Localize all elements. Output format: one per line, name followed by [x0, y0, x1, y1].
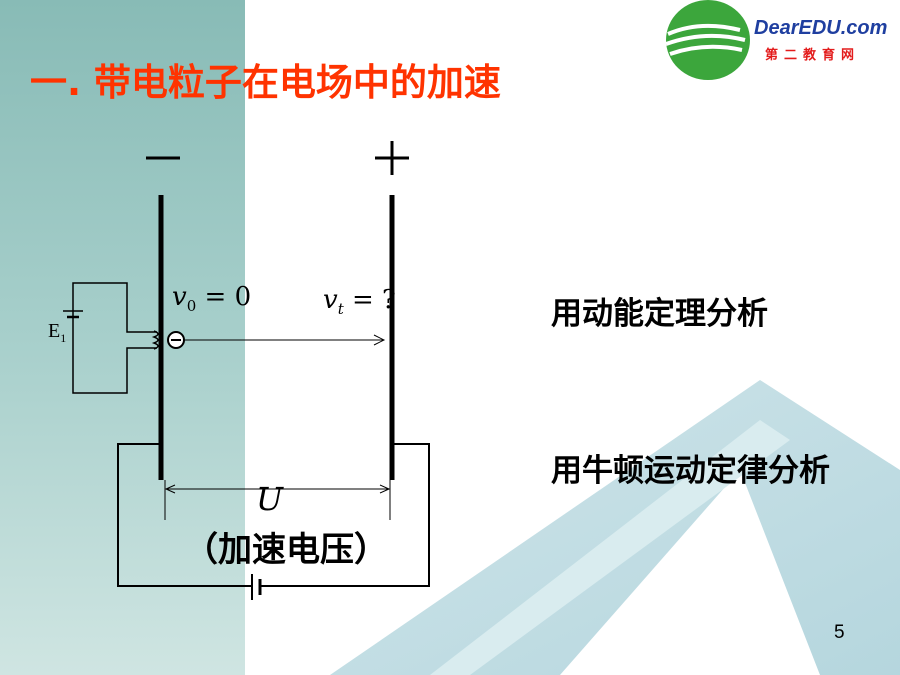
- u-arrowhead-left: [164, 484, 176, 494]
- decorative-triangle-inner: [560, 470, 820, 675]
- logo-swoosh-icon: [665, 23, 746, 56]
- method-newton-laws: 用牛顿运动定律分析: [551, 453, 830, 489]
- e1-subscript: 1: [60, 331, 67, 345]
- slide-title: 一. 带电粒子在电场中的加速: [30, 61, 501, 104]
- vt-symbol: v: [323, 285, 338, 315]
- method-kinetic-energy-theorem: 用动能定理分析: [551, 296, 768, 332]
- outer-circuit-wire-right: [266, 443, 430, 587]
- logo-subtitle: 第二教育网: [765, 48, 861, 63]
- decorative-band: [430, 420, 790, 675]
- logo-name: DearEDU.com: [754, 17, 888, 39]
- outer-circuit-wire: [117, 443, 246, 587]
- logo-green-circle: [666, 0, 750, 80]
- voltage-caption: （加速电压）: [184, 530, 388, 570]
- e1-symbol: E: [48, 320, 61, 342]
- page-number: 5: [834, 622, 845, 643]
- v0-subscript: 0: [186, 297, 197, 316]
- vt-subscript: t: [337, 300, 344, 319]
- final-velocity-label: vt = ?: [323, 285, 396, 318]
- heater-circuit-wire: [72, 282, 157, 394]
- u-arrowhead-right: [379, 484, 391, 494]
- voltage-symbol: U: [256, 480, 283, 518]
- v0-symbol: v: [172, 282, 187, 312]
- initial-velocity-label: v0 = 0: [172, 282, 251, 315]
- vt-value: = ?: [343, 285, 396, 315]
- heater-source-label: E1: [48, 320, 66, 346]
- v0-value: = 0: [196, 282, 252, 312]
- filament-coil-icon: [151, 330, 159, 350]
- trajectory-arrowhead: [373, 334, 386, 346]
- circuit-diagram: [63, 141, 430, 600]
- left-teal-panel: [0, 0, 245, 675]
